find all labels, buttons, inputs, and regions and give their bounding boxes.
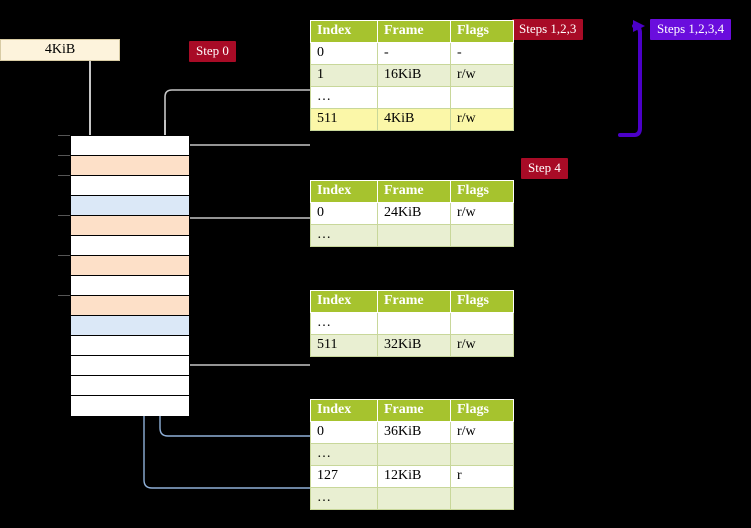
- wire-pd-511-to-memory: [170, 313, 310, 366]
- cell-flags: r/w: [450, 64, 514, 87]
- cell-index: 0: [310, 202, 378, 225]
- cell-flags: -: [450, 42, 514, 65]
- cell-index: 1: [310, 64, 378, 87]
- cell-index: 511: [310, 108, 378, 131]
- cell-frame: -: [377, 42, 451, 65]
- cell-frame: 24KiB: [377, 202, 451, 225]
- memory-frame-row: [71, 236, 189, 256]
- memory-frame-row: [71, 156, 189, 176]
- table-row: …: [310, 86, 514, 109]
- column-header-frame: Frame: [377, 20, 451, 43]
- column-header-flags: Flags: [450, 180, 514, 203]
- badge-steps-123: Steps 1,2,3: [512, 19, 584, 40]
- cell-flags: [450, 86, 514, 109]
- cell-flags: r/w: [450, 421, 514, 444]
- cell-index: 0: [310, 421, 378, 444]
- memory-frame-row: [71, 296, 189, 316]
- memory-tick-mark: [58, 295, 70, 296]
- cell-index: 127: [310, 465, 378, 488]
- table-row: …: [310, 487, 514, 510]
- memory-frame-row: [71, 356, 189, 376]
- wire-memory-curl-1: [175, 144, 310, 161]
- cell-frame: [377, 487, 451, 510]
- memory-frame-row: [71, 336, 189, 356]
- cell-flags: r/w: [450, 202, 514, 225]
- cell-frame: 4KiB: [377, 108, 451, 131]
- cell-frame: 16KiB: [377, 64, 451, 87]
- memory-tick-mark: [58, 215, 70, 216]
- cell-flags: [450, 443, 514, 466]
- cell-frame: [377, 224, 451, 247]
- memory-tick-mark: [58, 255, 70, 256]
- column-header-index: Index: [310, 290, 378, 313]
- memory-tick-mark: [58, 135, 70, 136]
- column-header-index: Index: [310, 180, 378, 203]
- memory-frame-row: [71, 136, 189, 156]
- cell-flags: r/w: [450, 334, 514, 357]
- cell-frame: [377, 312, 451, 335]
- column-header-frame: Frame: [377, 180, 451, 203]
- cell-flags: [450, 224, 514, 247]
- cell-index: …: [310, 312, 378, 335]
- physical-memory-grid: [70, 135, 190, 416]
- column-header-flags: Flags: [450, 399, 514, 422]
- badge-step-0: Step 0: [189, 41, 236, 62]
- cell-index: …: [310, 86, 378, 109]
- cell-flags: r/w: [450, 108, 514, 131]
- cell-frame: 32KiB: [377, 334, 451, 357]
- cell-index: 511: [310, 334, 378, 357]
- column-header-index: Index: [310, 399, 378, 422]
- wire-pdp-0-to-memory: [177, 217, 310, 235]
- cell-flags: r: [450, 465, 514, 488]
- frame-size-box: 4KiB: [0, 39, 120, 61]
- cell-index: …: [310, 443, 378, 466]
- column-header-flags: Flags: [450, 20, 514, 43]
- column-header-frame: Frame: [377, 290, 451, 313]
- cell-flags: [450, 487, 514, 510]
- table-row: …: [310, 224, 514, 247]
- cell-frame: [377, 86, 451, 109]
- cell-index: …: [310, 224, 378, 247]
- bracket-steps-1234: [618, 19, 645, 137]
- cell-index: 0: [310, 42, 378, 65]
- badge-step-4: Step 4: [521, 158, 568, 179]
- memory-frame-row: [71, 276, 189, 296]
- column-header-frame: Frame: [377, 399, 451, 422]
- cell-frame: 12KiB: [377, 465, 451, 488]
- memory-frame-row: [71, 316, 189, 336]
- memory-frame-row: [71, 196, 189, 216]
- table-row: …: [310, 443, 514, 466]
- memory-tick-mark: [58, 155, 70, 156]
- column-header-index: Index: [310, 20, 378, 43]
- cell-frame: 36KiB: [377, 421, 451, 444]
- table-row: …: [310, 312, 514, 335]
- cell-flags: [450, 312, 514, 335]
- table-row: 0--: [310, 42, 514, 65]
- cell-index: …: [310, 487, 378, 510]
- memory-frame-row: [71, 376, 189, 396]
- memory-frame-row: [71, 256, 189, 276]
- cell-frame: [377, 443, 451, 466]
- badge-steps-1234: Steps 1,2,3,4: [650, 19, 732, 40]
- memory-frame-row: [71, 176, 189, 196]
- memory-frame-row: [71, 216, 189, 236]
- memory-frame-row: [71, 396, 189, 416]
- memory-tick-mark: [58, 175, 70, 176]
- column-header-flags: Flags: [450, 290, 514, 313]
